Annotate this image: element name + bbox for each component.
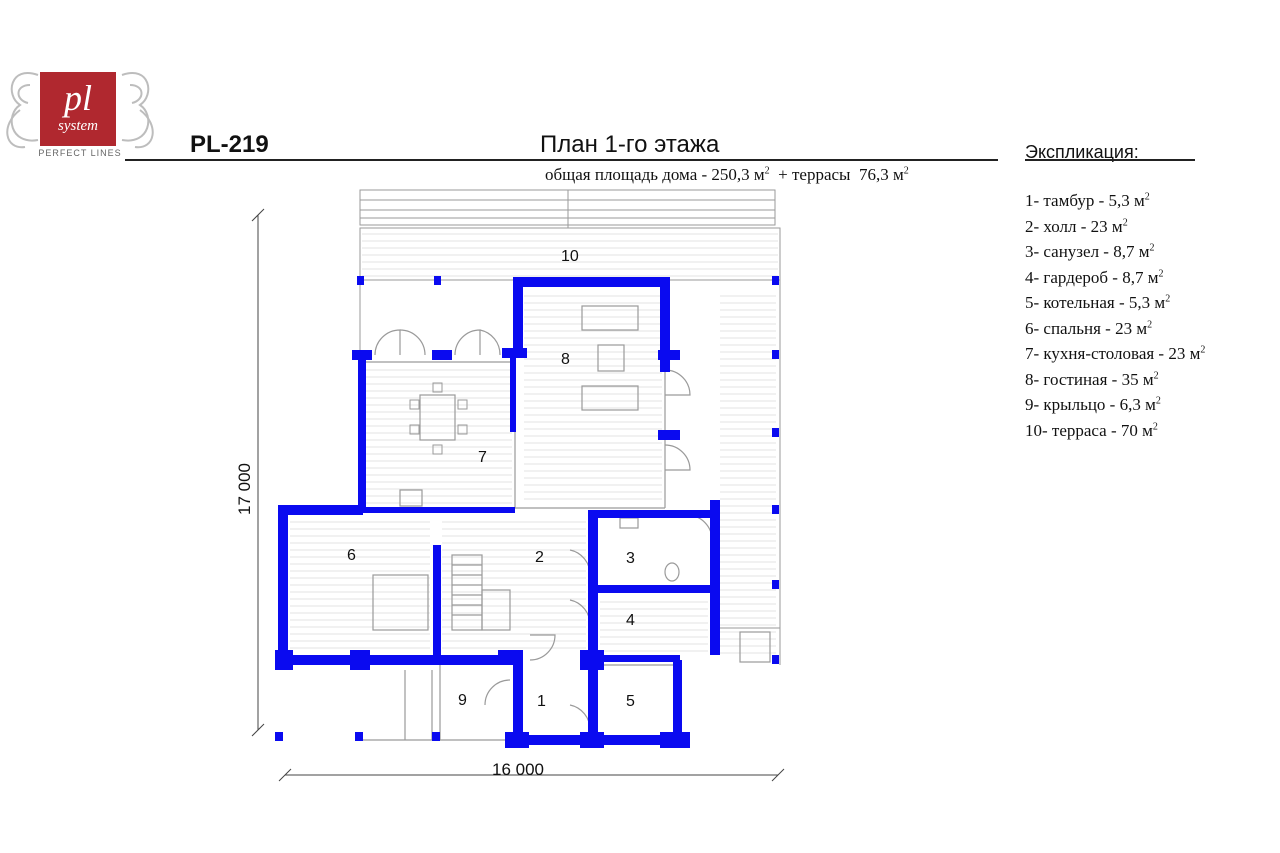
- room-number-3: 3: [626, 550, 635, 567]
- brand-logo-system: system: [58, 118, 98, 134]
- explication-title: Экспликация:: [1025, 142, 1139, 162]
- area-terraces: + террасы 76,3 м: [769, 165, 904, 184]
- room-number-9: 9: [458, 692, 467, 709]
- explication-item: 2- холл - 23 м2: [1025, 216, 1128, 236]
- room-number-4: 4: [626, 612, 635, 629]
- explication-item: 10- терраса - 70 м2: [1025, 420, 1158, 440]
- brand-logo-mark: [40, 72, 116, 146]
- room-number-10: 10: [561, 248, 579, 265]
- area-summary: общая площадь дома - 250,3 м2 + террасы …: [545, 165, 909, 184]
- room-number-8: 8: [561, 351, 570, 368]
- explication-item: 5- котельная - 5,3 м2: [1025, 293, 1171, 312]
- room-number-1: 1: [537, 693, 546, 710]
- log-walls: [275, 276, 779, 748]
- room-number-2: 2: [535, 549, 544, 566]
- room-number-7: 7: [478, 449, 487, 466]
- dimension-lines: [251, 208, 785, 782]
- explication-item: 9- крыльцо - 6,3 м2: [1025, 395, 1161, 414]
- room-number-6: 6: [347, 547, 356, 564]
- explication-item: 3- санузел - 8,7 м2: [1025, 242, 1155, 261]
- dining-chairs: [409, 382, 468, 455]
- explication-item: 1- тамбур - 5,3 м2: [1025, 191, 1150, 210]
- floor-hatching: [290, 233, 778, 654]
- explication-divider: [1025, 159, 1195, 161]
- title-divider: [125, 159, 998, 161]
- width-dimension: 16 000: [492, 760, 544, 779]
- explication-item: 4- гардероб - 8,7 м2: [1025, 267, 1164, 287]
- brand-tagline: PERFECT LINES: [38, 148, 122, 158]
- project-code: PL-219: [190, 131, 269, 158]
- room-number-5: 5: [626, 693, 635, 710]
- explication-item: 6- спальня - 23 м2: [1025, 318, 1153, 338]
- explication-item: 7- кухня-столовая - 23 м2: [1025, 344, 1206, 363]
- brand-logo-ornament: [6, 72, 154, 149]
- explication-item: 8- гостиная - 35 м2: [1025, 369, 1159, 389]
- area-house: общая площадь дома - 250,3 м: [545, 165, 765, 184]
- height-dimension: 17 000: [235, 463, 254, 515]
- plan-title: План 1-го этажа: [540, 131, 720, 158]
- brand-logo-letters: pl: [63, 78, 92, 118]
